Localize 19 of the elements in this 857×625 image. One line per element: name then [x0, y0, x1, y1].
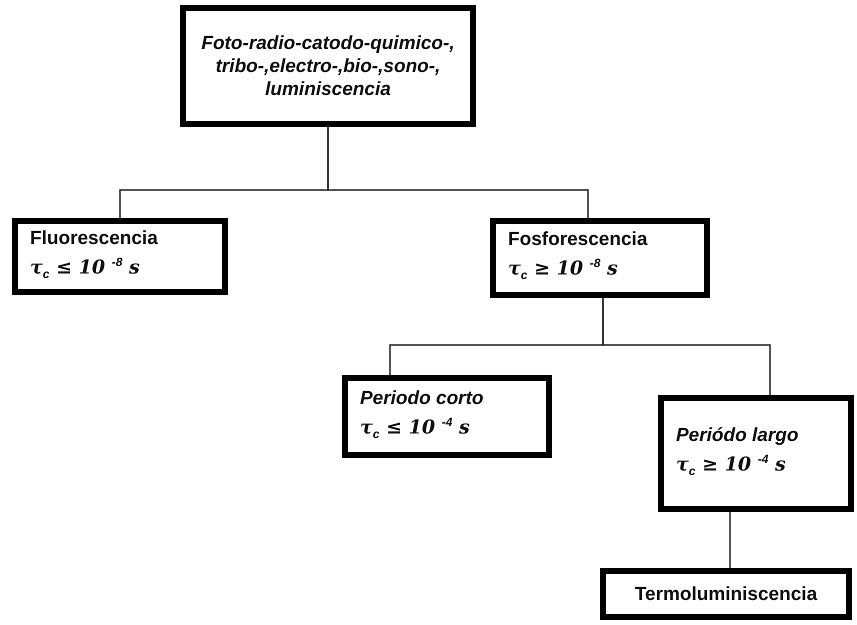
- decay-time-formula: τ$_{c}$ ≥ 10 $^{-8}$ s: [508, 255, 619, 285]
- process-box: [600, 568, 852, 620]
- decay-time-formula: τ$_{c}$ ≥ 10 $^{-4}$ s: [676, 450, 787, 480]
- process-box: [12, 218, 228, 295]
- decay-time-formula: τ$_{c}$ ≤ 10 $^{-4}$ s: [360, 414, 471, 444]
- connector-line: [602, 298, 771, 395]
- process-box: [658, 395, 854, 512]
- node-title: Foto-radio-catodo-quimico-, tribo-,electro-,bio-,sono-, luminiscencia: [200, 32, 456, 100]
- node-title: Periódo largo: [676, 424, 800, 447]
- node-title: Periodo corto: [360, 386, 485, 410]
- process-box: [490, 218, 710, 298]
- node-title: Termoluminiscencia: [634, 582, 818, 606]
- decay-time-formula: τ$_{c}$ ≤ 10 $^{-8}$ s: [30, 254, 141, 284]
- connector-line: [327, 127, 589, 218]
- connector-line: [729, 512, 731, 568]
- process-box: [342, 375, 552, 458]
- node-title: Fosforescencia: [508, 228, 648, 252]
- process-box: [180, 5, 476, 127]
- node-title: Fluorescencia: [30, 226, 159, 250]
